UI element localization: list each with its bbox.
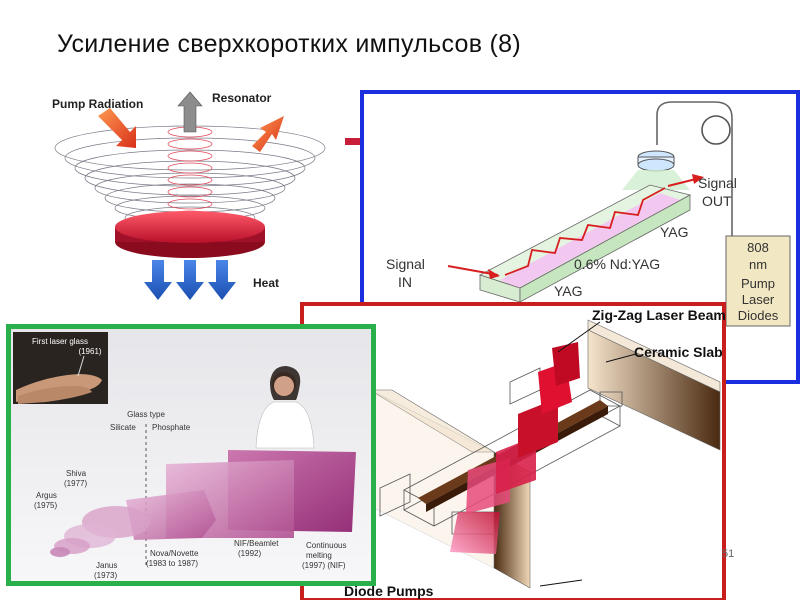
continuous-label-3: (1997) (NIF) — [302, 561, 346, 570]
janus-label-1: Janus — [96, 561, 117, 570]
janus-label-2: (1973) — [94, 571, 117, 580]
nova-label-2: (1983 to 1987) — [146, 559, 198, 568]
nif-label-1: NIF/Beamlet — [234, 539, 279, 548]
glass-nova — [126, 490, 216, 540]
yag-bottom-label: YAG — [554, 283, 583, 299]
diode-pumps-label: Diode Pumps — [344, 583, 434, 599]
output-arrow — [252, 116, 284, 152]
diode-box-line-5: Diodes — [738, 308, 779, 323]
heat-arrows — [144, 260, 236, 300]
argus-label-2: (1975) — [34, 501, 57, 510]
ndyag-label: 0.6% Nd:YAG — [574, 256, 660, 272]
fiber-loop — [656, 101, 733, 310]
person-body — [255, 401, 315, 449]
continuous-label-1: Continuous — [306, 541, 346, 550]
ceramic-slab-label: Ceramic Slab — [634, 344, 723, 360]
nova-label-1: Nova/Novette — [150, 549, 199, 558]
pump-radiation-label: Pump Radiation — [52, 97, 143, 111]
zigzag-beam-label: Zig-Zag Laser Beam — [592, 307, 726, 323]
connector — [345, 138, 361, 145]
shiva-label-2: (1977) — [64, 479, 87, 488]
glass-type-label: Glass type — [127, 410, 165, 419]
diode-box-line-4: Laser — [742, 292, 775, 307]
signal-out-label-1: Signal — [698, 175, 737, 191]
pump-arrow — [98, 108, 136, 148]
zigzag-laser-beam — [450, 342, 580, 554]
signal-in-label-2: IN — [398, 274, 412, 290]
resonator-arrow — [177, 91, 203, 133]
first-laser-glass-label-2: (1961) — [78, 347, 101, 356]
silicate-label: Silicate — [110, 423, 136, 432]
resonator-label: Resonator — [212, 91, 272, 105]
laser-glass-panel: First laser glass (1961) Glass type Sili… — [6, 324, 376, 586]
diode-box-line-3: Pump — [741, 276, 775, 291]
zigzag-beam — [504, 187, 666, 276]
argus-label-1: Argus — [36, 491, 57, 500]
disk-top — [115, 211, 265, 243]
yag-top-label: YAG — [660, 224, 689, 240]
diode-box-line-1: 808 — [747, 240, 769, 255]
page-number: 51 — [722, 548, 735, 560]
continuous-label-2: melting — [306, 551, 332, 560]
diode-box — [725, 235, 791, 327]
back-pump-front — [587, 329, 721, 451]
slab-front — [519, 194, 691, 303]
signal-in-label-1: Signal — [386, 256, 425, 272]
heat-label: Heat — [253, 276, 279, 290]
nif-label-2: (1992) — [238, 549, 261, 558]
signal-out-label-2: OUT — [702, 193, 732, 209]
first-laser-glass-label-1: First laser glass — [32, 337, 88, 346]
fiber-coil — [701, 115, 731, 145]
slide-title: Усиление сверхкоротких импульсов (8) — [57, 30, 522, 58]
disk-laser-diagram: Pump Radiation Resonator Heat — [52, 91, 326, 300]
phosphate-label: Phosphate — [152, 423, 191, 432]
slab-middle — [500, 193, 680, 288]
diode-box-line-2: nm — [749, 257, 767, 272]
shiva-label-1: Shiva — [66, 469, 87, 478]
